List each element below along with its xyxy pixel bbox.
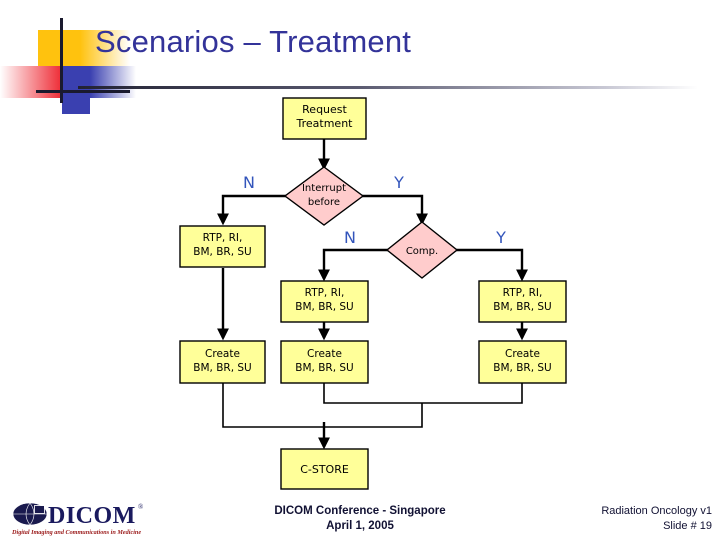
- node-rtp-left-line2: BM, BR, SU: [193, 246, 251, 258]
- flow-convergence-lines: [222, 383, 523, 428]
- node-comp[interactable]: Comp.: [385, 221, 459, 279]
- node-rtp-right[interactable]: RTP, RI, BM, BR, SU: [478, 280, 567, 323]
- connector-interrupt-no: [217, 194, 287, 226]
- node-rtp-middle-line1: RTP, RI,: [305, 287, 345, 299]
- connector-comp-no: [318, 248, 389, 282]
- flow-connectors: [217, 138, 528, 341]
- footer-conference-date: April 1, 2005: [326, 520, 394, 532]
- node-create-right[interactable]: Create BM, BR, SU: [478, 340, 567, 384]
- footer-topic-version: Radiation Oncology v1: [601, 505, 712, 517]
- node-rtp-middle[interactable]: RTP, RI, BM, BR, SU: [280, 280, 369, 323]
- branch-label-interrupt-no: N: [243, 173, 255, 192]
- connector-interrupt-yes: [361, 194, 428, 226]
- node-request-treatment-line1: Request: [302, 103, 347, 116]
- node-create-left-line2: BM, BR, SU: [193, 362, 251, 374]
- globe-icon: [12, 502, 48, 526]
- node-rtp-right-line2: BM, BR, SU: [493, 301, 551, 313]
- footer-conference-name: DICOM Conference - Singapore: [274, 505, 446, 517]
- node-cstore[interactable]: C-STORE: [280, 448, 369, 490]
- node-request-treatment[interactable]: Request Treatment: [282, 97, 367, 140]
- node-create-left-line1: Create: [205, 348, 240, 360]
- title-underline-rule: [78, 86, 698, 89]
- page-title: Scenarios – Treatment: [95, 24, 412, 59]
- node-cstore-label: C-STORE: [300, 463, 349, 476]
- node-rtp-right-line1: RTP, RI,: [503, 287, 543, 299]
- node-rtp-middle-line2: BM, BR, SU: [295, 301, 353, 313]
- footer-slide-number: Slide # 19: [663, 520, 712, 532]
- node-create-middle[interactable]: Create BM, BR, SU: [280, 340, 369, 384]
- connector-mid-create-to-cstore: [323, 383, 422, 404]
- decoration-yellow-fade: [80, 30, 130, 70]
- branch-label-comp-yes: Y: [495, 228, 506, 247]
- node-create-middle-line2: BM, BR, SU: [295, 362, 353, 374]
- slide-footer: DICOM ® Digital Imaging and Communicatio…: [0, 496, 720, 540]
- node-create-right-line1: Create: [505, 348, 540, 360]
- node-interrupt-before[interactable]: Interrupt before: [283, 166, 365, 226]
- decoration-horizontal-line: [36, 90, 130, 93]
- node-rtp-left[interactable]: RTP, RI, BM, BR, SU: [179, 225, 266, 268]
- connector-left-create-to-cstore: [222, 383, 324, 428]
- node-create-right-line2: BM, BR, SU: [493, 362, 551, 374]
- dicom-logo: DICOM ® Digital Imaging and Communicatio…: [11, 502, 144, 536]
- decoration-yellow-block: [38, 30, 80, 70]
- registered-mark: ®: [138, 503, 144, 511]
- branch-label-comp-no: N: [344, 228, 356, 247]
- dicom-wordmark: DICOM: [48, 503, 136, 529]
- connector-merge-to-cstore: [324, 403, 423, 428]
- title-decoration: [0, 18, 136, 114]
- node-request-treatment-line2: Treatment: [296, 117, 354, 130]
- treatment-scenario-flowchart: Request Treatment Interrupt before Comp.…: [179, 97, 567, 490]
- node-create-middle-line1: Create: [307, 348, 342, 360]
- node-comp-label: Comp.: [406, 246, 438, 257]
- connector-right-create-to-cstore: [422, 383, 523, 404]
- dicom-tagline: Digital Imaging and Communications in Me…: [11, 529, 141, 536]
- node-create-left[interactable]: Create BM, BR, SU: [179, 340, 266, 384]
- footer-right-text: Radiation Oncology v1 Slide # 19: [520, 504, 712, 534]
- node-rtp-left-line1: RTP, RI,: [203, 232, 243, 244]
- connector-comp-yes: [455, 248, 528, 282]
- node-interrupt-before-line1: Interrupt: [302, 183, 346, 194]
- decoration-vertical-line: [60, 18, 63, 103]
- branch-label-interrupt-yes: Y: [393, 173, 404, 192]
- node-interrupt-before-line2: before: [308, 197, 340, 208]
- footer-center-text: DICOM Conference - Singapore April 1, 20…: [210, 504, 510, 534]
